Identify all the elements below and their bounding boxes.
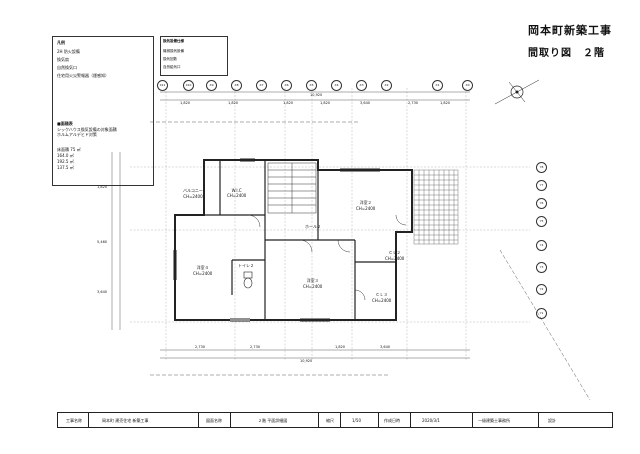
legend-box: 凡例 2H 防火設備 換気扇 自然換気口 住宅用火災警報器（煙感知） ■面積表 … xyxy=(52,36,154,186)
area-note: シックハウス換気設備の対象面積 xyxy=(57,127,117,132)
area-row: 164.0 ㎡ xyxy=(57,153,74,158)
dimension-label: 2,730 xyxy=(408,101,419,105)
dimension-label: 2,730 xyxy=(195,345,206,349)
legend-item: 自然換気口 xyxy=(57,65,77,70)
room-label: トイレ２ xyxy=(238,263,254,268)
toilet-icon xyxy=(243,271,253,289)
axis-marker: Y7 xyxy=(536,180,547,191)
legend-item: 2H 防火設備 xyxy=(57,49,80,54)
axis-marker: X0 xyxy=(462,80,473,91)
north-arrow-icon xyxy=(494,79,540,105)
axis-marker: X2 xyxy=(381,80,392,91)
axis-marker: Y3 xyxy=(536,262,547,273)
title-block: 工事名称 岡本町 建売住宅 新築工事 図面名称 ２階 平面詳細図 縮尺 1/50… xyxy=(57,412,613,428)
axis-marker: X9 xyxy=(206,80,217,91)
axis-marker: X8 xyxy=(231,80,242,91)
area-note: ホルムアルデヒド対策 xyxy=(57,132,97,137)
area-heading: ■面積表 xyxy=(57,121,73,126)
footer-cell: 縮尺 xyxy=(326,418,334,423)
area-value: 75 ㎡ xyxy=(70,147,81,152)
axis-marker: X10 xyxy=(183,80,194,91)
footer-cell: ２階 平面詳細図 xyxy=(258,418,288,423)
axis-marker: X5 xyxy=(306,80,317,91)
vent-table-heading: 換気設備仕様 xyxy=(163,39,184,43)
dimension-label: 1,820 xyxy=(97,185,108,189)
footer-cell: 工事名称 xyxy=(66,418,82,423)
dimension-label: 2,730 xyxy=(250,345,261,349)
axis-marker: X11 xyxy=(157,80,168,91)
dimension-label: 1,820 xyxy=(440,101,451,105)
area-value: 192.5 ㎡ xyxy=(57,159,74,164)
axis-marker: Y6 xyxy=(536,198,547,209)
dimension-label: 3,640 xyxy=(360,101,371,105)
axis-marker: X4 xyxy=(331,80,342,91)
dimension-label: 3,640 xyxy=(97,290,108,294)
project-title: 岡本町新築工事 xyxy=(528,24,612,37)
axis-marker: Y2 xyxy=(536,284,547,295)
dimension-label: 1,820 xyxy=(320,101,331,105)
axis-marker: Y5 xyxy=(536,216,547,227)
area-row: 192.5 ㎡ xyxy=(57,159,74,164)
axis-marker: X7 xyxy=(256,80,267,91)
vent-table-row: 機械換気設備 xyxy=(163,49,184,53)
vent-table-row: 自然給気口 xyxy=(163,65,181,69)
footer-cell: 図面名称 xyxy=(206,418,222,423)
dimension-label: 1,820 xyxy=(283,101,294,105)
footer-cell: 設計 xyxy=(548,418,556,423)
dimension-label: 1,820 xyxy=(180,101,191,105)
legend-item: 換気扇 xyxy=(57,57,69,62)
dimension-label: 1,820 xyxy=(335,345,346,349)
dimension-label: 3,640 xyxy=(380,345,391,349)
dimension-total: 10,920 xyxy=(300,359,313,363)
footer-cell: 1/50 xyxy=(352,418,361,423)
room-label: ホール２ xyxy=(305,224,321,229)
dimension-total: 10,920 xyxy=(310,93,323,97)
legend-item: 住宅用火災警報器（煙感知） xyxy=(57,73,109,78)
axis-marker: Y8 xyxy=(536,162,547,173)
area-row: 137.5 ㎡ xyxy=(57,165,74,170)
legend-heading: 凡例 xyxy=(57,40,65,45)
footer-cell: 岡本町 建売住宅 新築工事 xyxy=(102,418,149,423)
axis-marker: X3 xyxy=(356,80,367,91)
area-label: 床面積 xyxy=(57,147,69,152)
axis-marker: Y4 xyxy=(536,240,547,251)
dimension-label: 1,820 xyxy=(228,101,239,105)
footer-cell: 作成日時 xyxy=(384,418,400,423)
vent-table-row: 換気回数 xyxy=(163,57,177,61)
dimension-label: 5,460 xyxy=(97,240,108,244)
axis-marker: X6 xyxy=(281,80,292,91)
vent-table: 換気設備仕様 機械換気設備 換気回数 自然給気口 xyxy=(160,36,228,76)
footer-cell: 2020/3/1 xyxy=(422,418,440,423)
area-row: 床面積 75 ㎡ xyxy=(57,147,81,152)
footer-cell: 一級建築士事務所 xyxy=(478,418,510,423)
axis-marker: X1 xyxy=(432,80,443,91)
drawing-title: 間取り図 ２階 xyxy=(528,48,605,59)
area-value: 164.0 ㎡ xyxy=(57,153,74,158)
area-value: 137.5 ㎡ xyxy=(57,165,74,170)
axis-marker: Y1 xyxy=(536,308,547,319)
